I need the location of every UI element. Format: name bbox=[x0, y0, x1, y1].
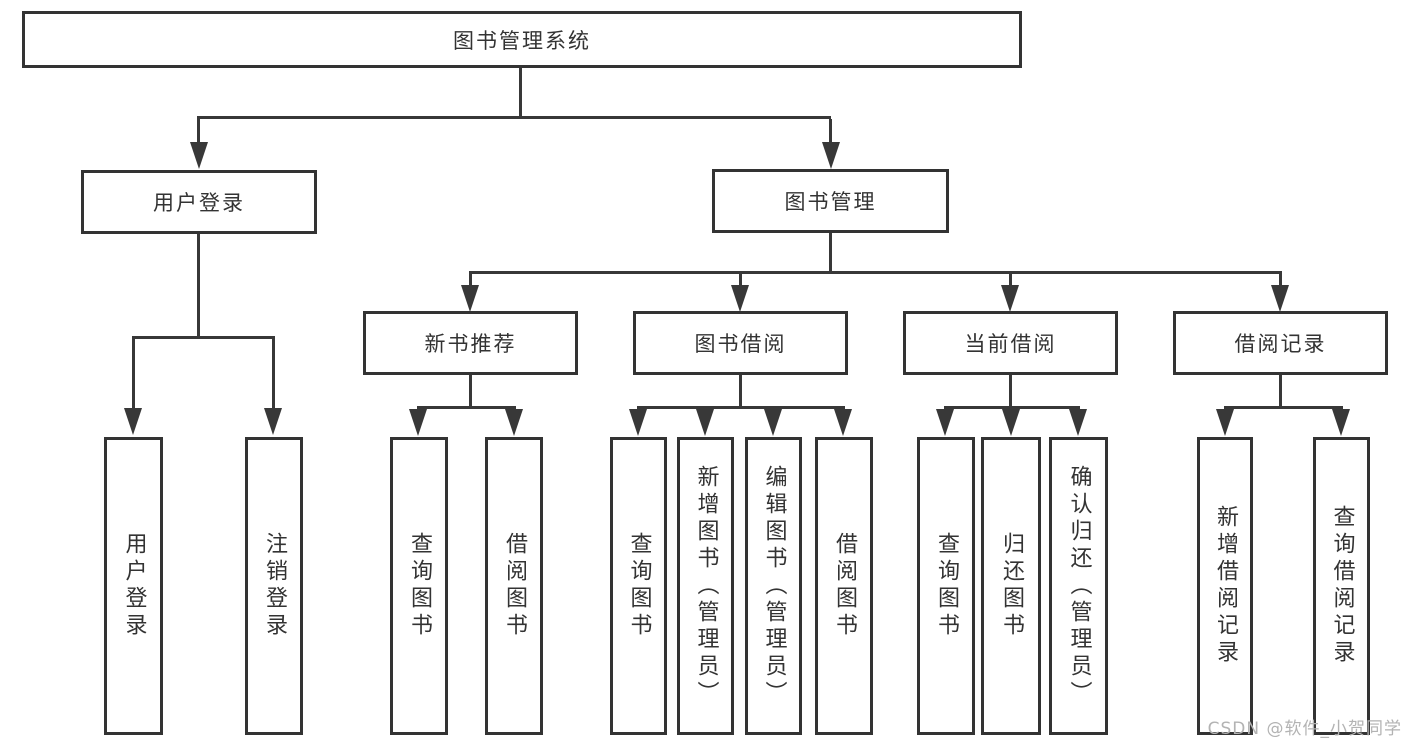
connector-level3-drop-2 bbox=[739, 274, 742, 287]
leaf-borrow-books-borrowing: 借阅图书 bbox=[815, 437, 873, 735]
leaf-confirm-return-admin: 确认归还（管理员） bbox=[1049, 437, 1108, 735]
connector-group3-horizontal bbox=[637, 406, 845, 409]
leaf-edit-books-admin: 编辑图书（管理员） bbox=[745, 437, 802, 735]
leaf-query-books-recommend: 查询图书 bbox=[390, 437, 448, 735]
leaf-query-books-recommend-label: 查询图书 bbox=[407, 532, 432, 640]
connector-root-stem bbox=[519, 68, 522, 116]
arrowhead-new-book-recommend bbox=[461, 285, 479, 312]
connector-level3-drop-1 bbox=[469, 274, 472, 287]
arrowhead-borrow-books-recommend bbox=[505, 409, 523, 436]
arrowhead-borrowing-records bbox=[1271, 285, 1289, 312]
leaf-query-books-current-label: 查询图书 bbox=[934, 532, 959, 640]
connector-book-mgmt-drop bbox=[829, 119, 832, 143]
arrowhead-query-borrow-record bbox=[1332, 409, 1350, 436]
arrowhead-add-borrow-record bbox=[1216, 409, 1234, 436]
node-root-library-system: 图书管理系统 bbox=[22, 11, 1022, 68]
leaf-query-books-borrowing: 查询图书 bbox=[610, 437, 667, 735]
leaf-query-books-current: 查询图书 bbox=[917, 437, 975, 735]
csdn-watermark: CSDN @软件_小贺同学 bbox=[1207, 719, 1402, 739]
arrowhead-user-login bbox=[190, 142, 208, 169]
leaf-add-borrow-record-label: 新增借阅记录 bbox=[1213, 505, 1238, 667]
arrowhead-query-books-borrowing bbox=[629, 409, 647, 436]
connector-level3-drop-3 bbox=[1009, 274, 1012, 287]
leaf-query-borrow-record-label: 查询借阅记录 bbox=[1329, 505, 1355, 667]
leaf-return-books-label: 归还图书 bbox=[999, 532, 1024, 640]
connector-group2-horizontal bbox=[417, 406, 516, 409]
leaf-return-books: 归还图书 bbox=[981, 437, 1041, 735]
leaf-borrow-books-borrowing-label: 借阅图书 bbox=[832, 532, 857, 640]
leaf-query-books-borrowing-label: 查询图书 bbox=[626, 532, 652, 640]
connector-group1-drop-2 bbox=[272, 339, 275, 409]
leaf-edit-books-admin-label: 编辑图书（管理员） bbox=[761, 464, 787, 708]
node-book-borrowing: 图书借阅 bbox=[633, 311, 848, 375]
arrowhead-leaf-user-login bbox=[124, 408, 142, 435]
arrowhead-add-books-admin bbox=[696, 409, 714, 436]
connector-records-stem bbox=[1279, 375, 1282, 406]
connector-group5-horizontal bbox=[1224, 406, 1343, 409]
connector-recommend-stem bbox=[469, 375, 472, 406]
connector-level3-drop-4 bbox=[1279, 274, 1282, 287]
leaf-add-borrow-record: 新增借阅记录 bbox=[1197, 437, 1253, 735]
connector-group4-horizontal bbox=[944, 406, 1080, 409]
connector-group1-drop-1 bbox=[132, 339, 135, 409]
node-user-login: 用户登录 bbox=[81, 170, 317, 234]
connector-user-login-stem bbox=[197, 234, 200, 336]
arrowhead-leaf-logout bbox=[264, 408, 282, 435]
connector-borrowing-stem bbox=[739, 375, 742, 406]
leaf-user-login: 用户登录 bbox=[104, 437, 163, 735]
arrowhead-borrow-books-borrowing bbox=[834, 409, 852, 436]
arrowhead-return-books bbox=[1002, 409, 1020, 436]
node-new-book-recommend: 新书推荐 bbox=[363, 311, 578, 375]
connector-current-stem bbox=[1009, 375, 1012, 406]
arrowhead-current-borrowing bbox=[1001, 285, 1019, 312]
arrowhead-confirm-return-admin bbox=[1069, 409, 1087, 436]
leaf-borrow-books-recommend: 借阅图书 bbox=[485, 437, 543, 735]
leaf-logout-label: 注销登录 bbox=[262, 532, 287, 640]
connector-group1-horizontal bbox=[132, 336, 275, 339]
leaf-query-borrow-record: 查询借阅记录 bbox=[1313, 437, 1370, 735]
connector-level3-horizontal bbox=[469, 271, 1282, 274]
leaf-add-books-admin: 新增图书（管理员） bbox=[677, 437, 734, 735]
leaf-add-books-admin-label: 新增图书（管理员） bbox=[693, 464, 719, 708]
connector-level2-horizontal bbox=[197, 116, 831, 119]
leaf-confirm-return-admin-label: 确认归还（管理员） bbox=[1066, 464, 1092, 708]
node-borrowing-records: 借阅记录 bbox=[1173, 311, 1388, 375]
connector-book-mgmt-stem bbox=[829, 233, 832, 271]
node-book-management: 图书管理 bbox=[712, 169, 949, 233]
arrowhead-book-mgmt bbox=[822, 142, 840, 169]
arrowhead-query-books-recommend bbox=[409, 409, 427, 436]
arrowhead-edit-books-admin bbox=[764, 409, 782, 436]
node-current-borrowing: 当前借阅 bbox=[903, 311, 1118, 375]
arrowhead-query-books-current bbox=[936, 409, 954, 436]
leaf-user-login-label: 用户登录 bbox=[121, 532, 147, 640]
connector-user-login-drop bbox=[197, 119, 200, 143]
leaf-logout: 注销登录 bbox=[245, 437, 303, 735]
arrowhead-book-borrowing bbox=[731, 285, 749, 312]
leaf-borrow-books-recommend-label: 借阅图书 bbox=[502, 532, 527, 640]
